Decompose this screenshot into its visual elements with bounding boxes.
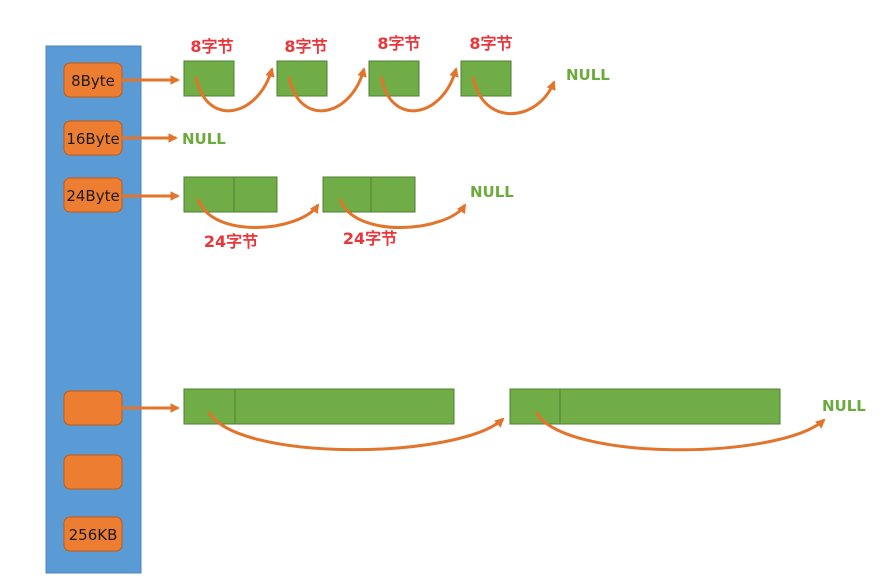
block-24-2-cell-a bbox=[322, 176, 372, 213]
slot-256kb: 256KB bbox=[63, 516, 123, 552]
block-large-1-body bbox=[234, 388, 455, 425]
size-label-24-1: 24字节 bbox=[204, 232, 258, 251]
size-label-8-1: 8字节 bbox=[190, 37, 233, 56]
null-label-large: NULL bbox=[822, 397, 866, 415]
block-8-2 bbox=[276, 60, 328, 97]
size-label-8-2: 8字节 bbox=[284, 37, 327, 56]
block-large-1-head bbox=[183, 388, 236, 425]
slot-label-8byte: 8Byte bbox=[71, 72, 115, 90]
slot-16byte: 16Byte bbox=[63, 120, 123, 156]
block-large-2-head bbox=[509, 388, 561, 425]
slot-8byte: 8Byte bbox=[63, 62, 123, 98]
next-arrow-8-1 bbox=[194, 67, 275, 113]
next-arrow-24-1 bbox=[196, 198, 320, 229]
block-24-1-cell-b bbox=[233, 176, 278, 213]
slot-label-256kb: 256KB bbox=[69, 526, 118, 544]
slot-24byte: 24Byte bbox=[63, 177, 123, 213]
slot-label-16byte: 16Byte bbox=[66, 130, 119, 148]
size-label-8-3: 8字节 bbox=[377, 34, 420, 53]
slot-large-2 bbox=[63, 454, 123, 490]
block-large-2-body bbox=[559, 388, 781, 425]
block-24-2-cell-b bbox=[370, 176, 416, 213]
slot-large-1 bbox=[63, 390, 123, 426]
block-8-3 bbox=[368, 60, 420, 97]
next-arrow-8-4 bbox=[471, 76, 556, 115]
null-label-8: NULL bbox=[566, 66, 610, 84]
next-arrow-large-2 bbox=[534, 411, 826, 452]
next-arrow-8-2 bbox=[287, 67, 367, 113]
size-label-24-2: 24字节 bbox=[343, 229, 397, 248]
next-arrow-8-3 bbox=[379, 67, 459, 113]
null-label-24: NULL bbox=[470, 183, 514, 201]
next-arrow-large-1 bbox=[207, 411, 505, 452]
null-label-16: NULL bbox=[182, 130, 226, 148]
block-24-1-cell-a bbox=[183, 176, 235, 213]
block-8-1 bbox=[183, 60, 235, 97]
slot-label-24byte: 24Byte bbox=[66, 187, 119, 205]
block-8-4 bbox=[460, 60, 512, 97]
next-arrow-24-2 bbox=[338, 198, 467, 229]
size-label-8-4: 8字节 bbox=[469, 34, 512, 53]
